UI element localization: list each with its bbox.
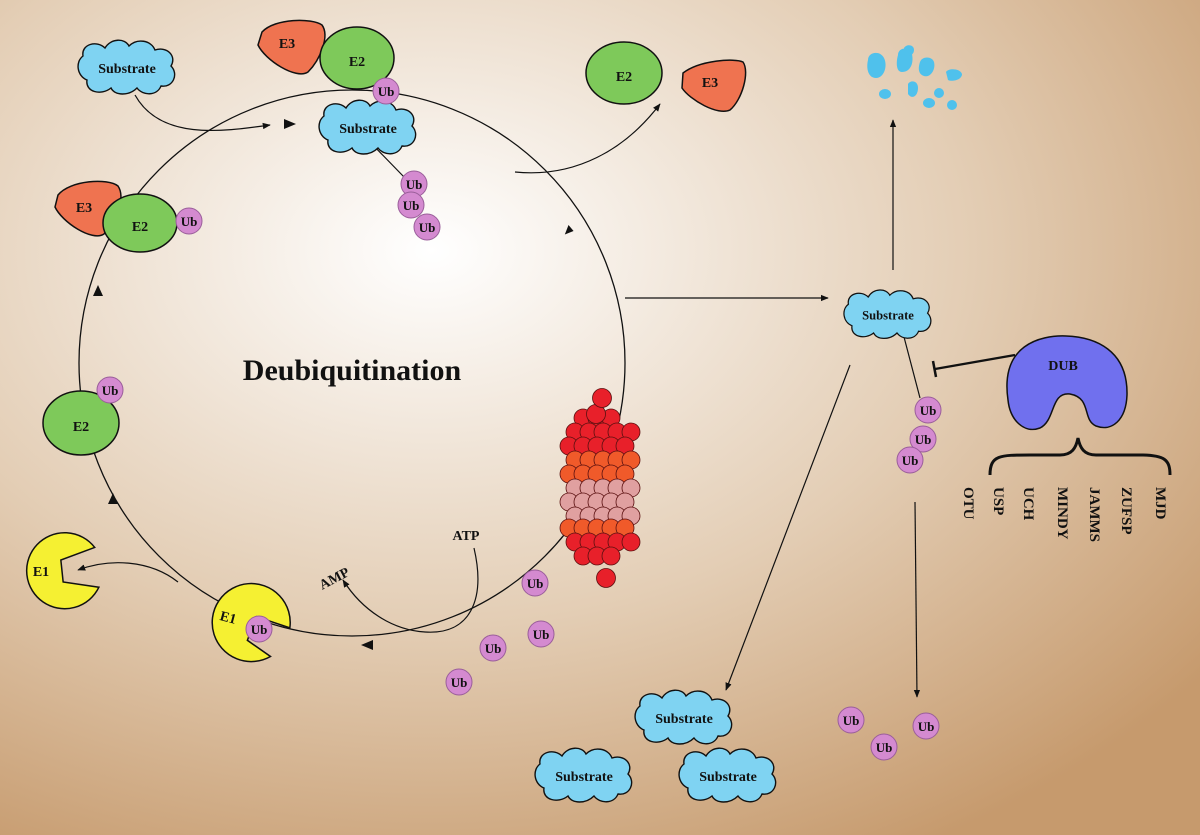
ub-e2-top-label: Ub bbox=[378, 84, 395, 99]
dub-family-usp: USP bbox=[990, 487, 1006, 515]
ub-e2-top: Ub bbox=[372, 77, 400, 105]
e2-top-label: E2 bbox=[349, 55, 365, 70]
dub-family-otu: OTU bbox=[960, 487, 976, 520]
e1-bottom-label: E1 bbox=[218, 609, 238, 628]
release-substrate-arrow bbox=[725, 364, 851, 691]
dub-family-jamms: JAMMS bbox=[1086, 487, 1102, 542]
substrate-released-2-label: Substrate bbox=[555, 770, 613, 785]
release-ub-arrow bbox=[913, 501, 921, 698]
page-title: Deubiquitination bbox=[243, 354, 462, 387]
ub-free-1-label: Ub bbox=[533, 627, 550, 642]
dub-label: DUB bbox=[1048, 359, 1078, 374]
ub-free-3-label: Ub bbox=[451, 675, 468, 690]
ub-dub-1: Ub bbox=[914, 396, 942, 424]
substrate-released-3: Substrate bbox=[678, 747, 777, 803]
substrate-top-left: Substrate bbox=[77, 39, 176, 95]
e3-right bbox=[681, 59, 747, 113]
ub-free-1: Ub bbox=[527, 620, 555, 648]
ub-dub-2-label: Ub bbox=[915, 432, 932, 447]
ub-dub-1-label: Ub bbox=[920, 403, 937, 418]
ub-proteasome-label: Ub bbox=[527, 576, 544, 591]
ub-chain-2-label: Ub bbox=[403, 198, 420, 213]
ub-released-3: Ub bbox=[870, 733, 898, 761]
dub-family-uch: UCH bbox=[1020, 487, 1036, 521]
substrate-top-left-label: Substrate bbox=[98, 62, 156, 77]
e2-middle-label: E2 bbox=[73, 420, 89, 435]
substrate-released-2: Substrate bbox=[534, 747, 633, 803]
proteasome-subunit bbox=[601, 546, 621, 566]
dub-family-list: OTU USP UCH MINDY JAMMS ZUFSP MJD bbox=[960, 487, 1168, 542]
cycle-arrows bbox=[93, 119, 574, 650]
substrate-entry-arrow bbox=[134, 94, 271, 132]
e2-e3-release-arrow bbox=[514, 103, 661, 174]
ub-free-2: Ub bbox=[479, 634, 507, 662]
ubiquitination-cycle bbox=[78, 89, 626, 637]
atp-label: ATP bbox=[453, 529, 480, 544]
ub-released-2-label: Ub bbox=[918, 719, 935, 734]
proteasome-cap-subunit bbox=[596, 568, 616, 588]
ub-chain-1-label: Ub bbox=[406, 177, 423, 192]
dub-inhibition-bar bbox=[931, 360, 938, 378]
ub-e1: Ub bbox=[245, 615, 273, 643]
dub-enzyme bbox=[1006, 335, 1128, 431]
proteasome bbox=[559, 388, 641, 588]
substrate-cycle-top: Substrate bbox=[318, 99, 417, 155]
ub-dub-2: Ub bbox=[909, 425, 937, 453]
ub-released-1: Ub bbox=[837, 706, 865, 734]
ub-released-2: Ub bbox=[912, 712, 940, 740]
substrate-released-1-label: Substrate bbox=[655, 712, 713, 727]
ub-free-2-label: Ub bbox=[485, 641, 502, 656]
ub-e2-left-label: Ub bbox=[181, 214, 198, 229]
ub-dub-3-label: Ub bbox=[902, 453, 919, 468]
atp-arrow bbox=[342, 547, 479, 633]
e2-right bbox=[585, 41, 663, 105]
ub-proteasome: Ub bbox=[521, 569, 549, 597]
substrates: SubstrateSubstrateSubstrateSubstrateSubs… bbox=[77, 39, 932, 803]
dub-family-mjd: MJD bbox=[1152, 487, 1168, 520]
e3-right-label: E3 bbox=[702, 76, 718, 91]
ub-chain-1: Ub bbox=[400, 170, 428, 198]
dub-family-zufsp: ZUFSP bbox=[1118, 487, 1134, 535]
ub-chain-3: Ub bbox=[413, 213, 441, 241]
ub-e1-label: Ub bbox=[251, 622, 268, 637]
e3-top-label: E3 bbox=[279, 37, 295, 52]
substrate-dub: Substrate bbox=[843, 289, 932, 340]
ub-chain-2: Ub bbox=[397, 191, 425, 219]
dub-inhibition-line bbox=[934, 353, 1016, 371]
ub-e2-middle-label: Ub bbox=[102, 383, 119, 398]
proteasome-cap-subunit bbox=[592, 388, 612, 408]
ub-free-3: Ub bbox=[445, 668, 473, 696]
e2-right-label: E2 bbox=[616, 70, 632, 85]
ub-chain-3-label: Ub bbox=[419, 220, 436, 235]
dub-substrate-ub-link bbox=[903, 336, 921, 399]
ub-released-3-label: Ub bbox=[876, 740, 893, 755]
proteasome-subunit bbox=[621, 532, 641, 552]
e1-release-arrow bbox=[77, 562, 179, 583]
degraded-fragments bbox=[867, 45, 962, 110]
dub-family-brace bbox=[988, 437, 1172, 476]
substrate-cycle-top-label: Substrate bbox=[339, 122, 397, 137]
ub-e2-middle: Ub bbox=[96, 376, 124, 404]
dub-family-mindy: MINDY bbox=[1054, 487, 1070, 540]
ub-released-1-label: Ub bbox=[843, 713, 860, 728]
substrate-released-1: Substrate bbox=[634, 689, 733, 745]
e2-left-label: E2 bbox=[132, 220, 148, 235]
ub-dub-3: Ub bbox=[896, 446, 924, 474]
substrate-released-3-label: Substrate bbox=[699, 770, 757, 785]
substrate-dub-label: Substrate bbox=[862, 309, 914, 323]
e2-top bbox=[319, 26, 395, 90]
e1-left-label: E1 bbox=[33, 565, 49, 580]
e1-left bbox=[25, 531, 101, 610]
e2-middle bbox=[42, 390, 120, 456]
ub-e2-left: Ub bbox=[175, 207, 203, 235]
e3-left-label: E3 bbox=[76, 201, 92, 216]
